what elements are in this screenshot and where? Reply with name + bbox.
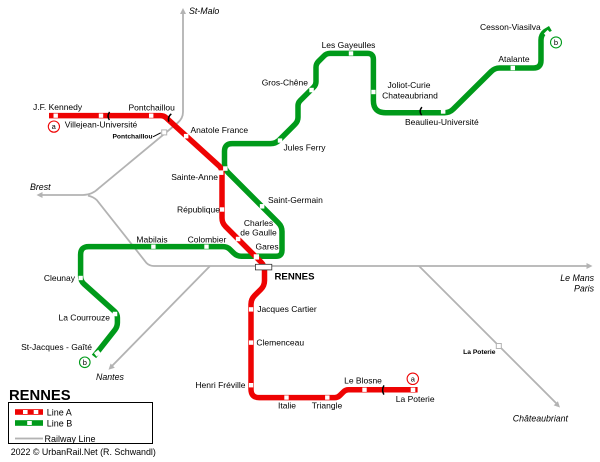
svg-text:La Courrouze: La Courrouze xyxy=(58,313,110,323)
svg-text:Paris: Paris xyxy=(574,284,595,294)
svg-text:Sainte-Anne: Sainte-Anne xyxy=(171,172,218,182)
svg-text:Villejean-Université: Villejean-Université xyxy=(65,120,138,130)
svg-text:Beaulieu-Université: Beaulieu-Université xyxy=(405,117,479,127)
svg-text:Jules Ferry: Jules Ferry xyxy=(284,143,327,153)
svg-text:Italie: Italie xyxy=(278,401,296,411)
svg-text:Line A: Line A xyxy=(47,408,72,418)
svg-text:Atalante: Atalante xyxy=(498,54,529,64)
svg-text:Charles: Charles xyxy=(244,218,273,228)
svg-text:République: République xyxy=(177,205,220,215)
svg-text:RENNES: RENNES xyxy=(9,388,71,404)
svg-text:de Gaulle: de Gaulle xyxy=(240,228,277,238)
svg-text:Railway Line: Railway Line xyxy=(45,434,96,444)
svg-text:Joliot-Curie: Joliot-Curie xyxy=(388,80,431,90)
svg-text:Line B: Line B xyxy=(47,419,73,429)
svg-text:Henri Fréville: Henri Fréville xyxy=(195,380,245,390)
svg-text:a: a xyxy=(52,122,57,131)
svg-text:Triangle: Triangle xyxy=(312,401,343,411)
svg-text:Clemenceau: Clemenceau xyxy=(256,338,304,348)
svg-text:Chateaubriand: Chateaubriand xyxy=(382,91,438,101)
svg-text:Les Gayeulles: Les Gayeulles xyxy=(322,40,376,50)
svg-text:Châteaubriant: Châteaubriant xyxy=(513,414,569,424)
svg-text:Pontchaillou: Pontchaillou xyxy=(129,103,176,113)
svg-text:Le Blosne: Le Blosne xyxy=(344,376,382,386)
svg-text:RENNES: RENNES xyxy=(275,272,316,283)
svg-text:Cleunay: Cleunay xyxy=(44,273,76,283)
svg-text:Brest: Brest xyxy=(30,182,51,192)
svg-text:b: b xyxy=(83,358,87,367)
svg-text:La Poterie: La Poterie xyxy=(463,349,496,356)
svg-text:a: a xyxy=(411,375,416,384)
svg-text:Gares: Gares xyxy=(256,242,279,252)
svg-text:Jacques Cartier: Jacques Cartier xyxy=(257,304,317,314)
svg-text:Anatole France: Anatole France xyxy=(191,125,249,135)
svg-text:Mabilais: Mabilais xyxy=(136,235,167,245)
svg-text:Gros-Chêne: Gros-Chêne xyxy=(262,78,309,88)
svg-text:2022 © UrbanRail.Net (R. Schwa: 2022 © UrbanRail.Net (R. Schwandl) xyxy=(11,447,156,457)
svg-text:St-Jacques - Gaîté: St-Jacques - Gaîté xyxy=(21,342,92,352)
svg-text:Colombier: Colombier xyxy=(188,235,227,245)
svg-text:J.F. Kennedy: J.F. Kennedy xyxy=(33,102,83,112)
svg-text:Pontchaillou: Pontchaillou xyxy=(112,134,152,141)
svg-text:St-Malo: St-Malo xyxy=(189,6,219,16)
svg-text:Nantes: Nantes xyxy=(96,372,124,382)
svg-text:La Poterie: La Poterie xyxy=(396,394,435,404)
svg-text:b: b xyxy=(554,38,558,47)
svg-text:Saint-Germain: Saint-Germain xyxy=(268,195,323,205)
svg-text:Cesson-Viasilva: Cesson-Viasilva xyxy=(480,22,541,32)
svg-text:Le Mans: Le Mans xyxy=(560,273,594,283)
